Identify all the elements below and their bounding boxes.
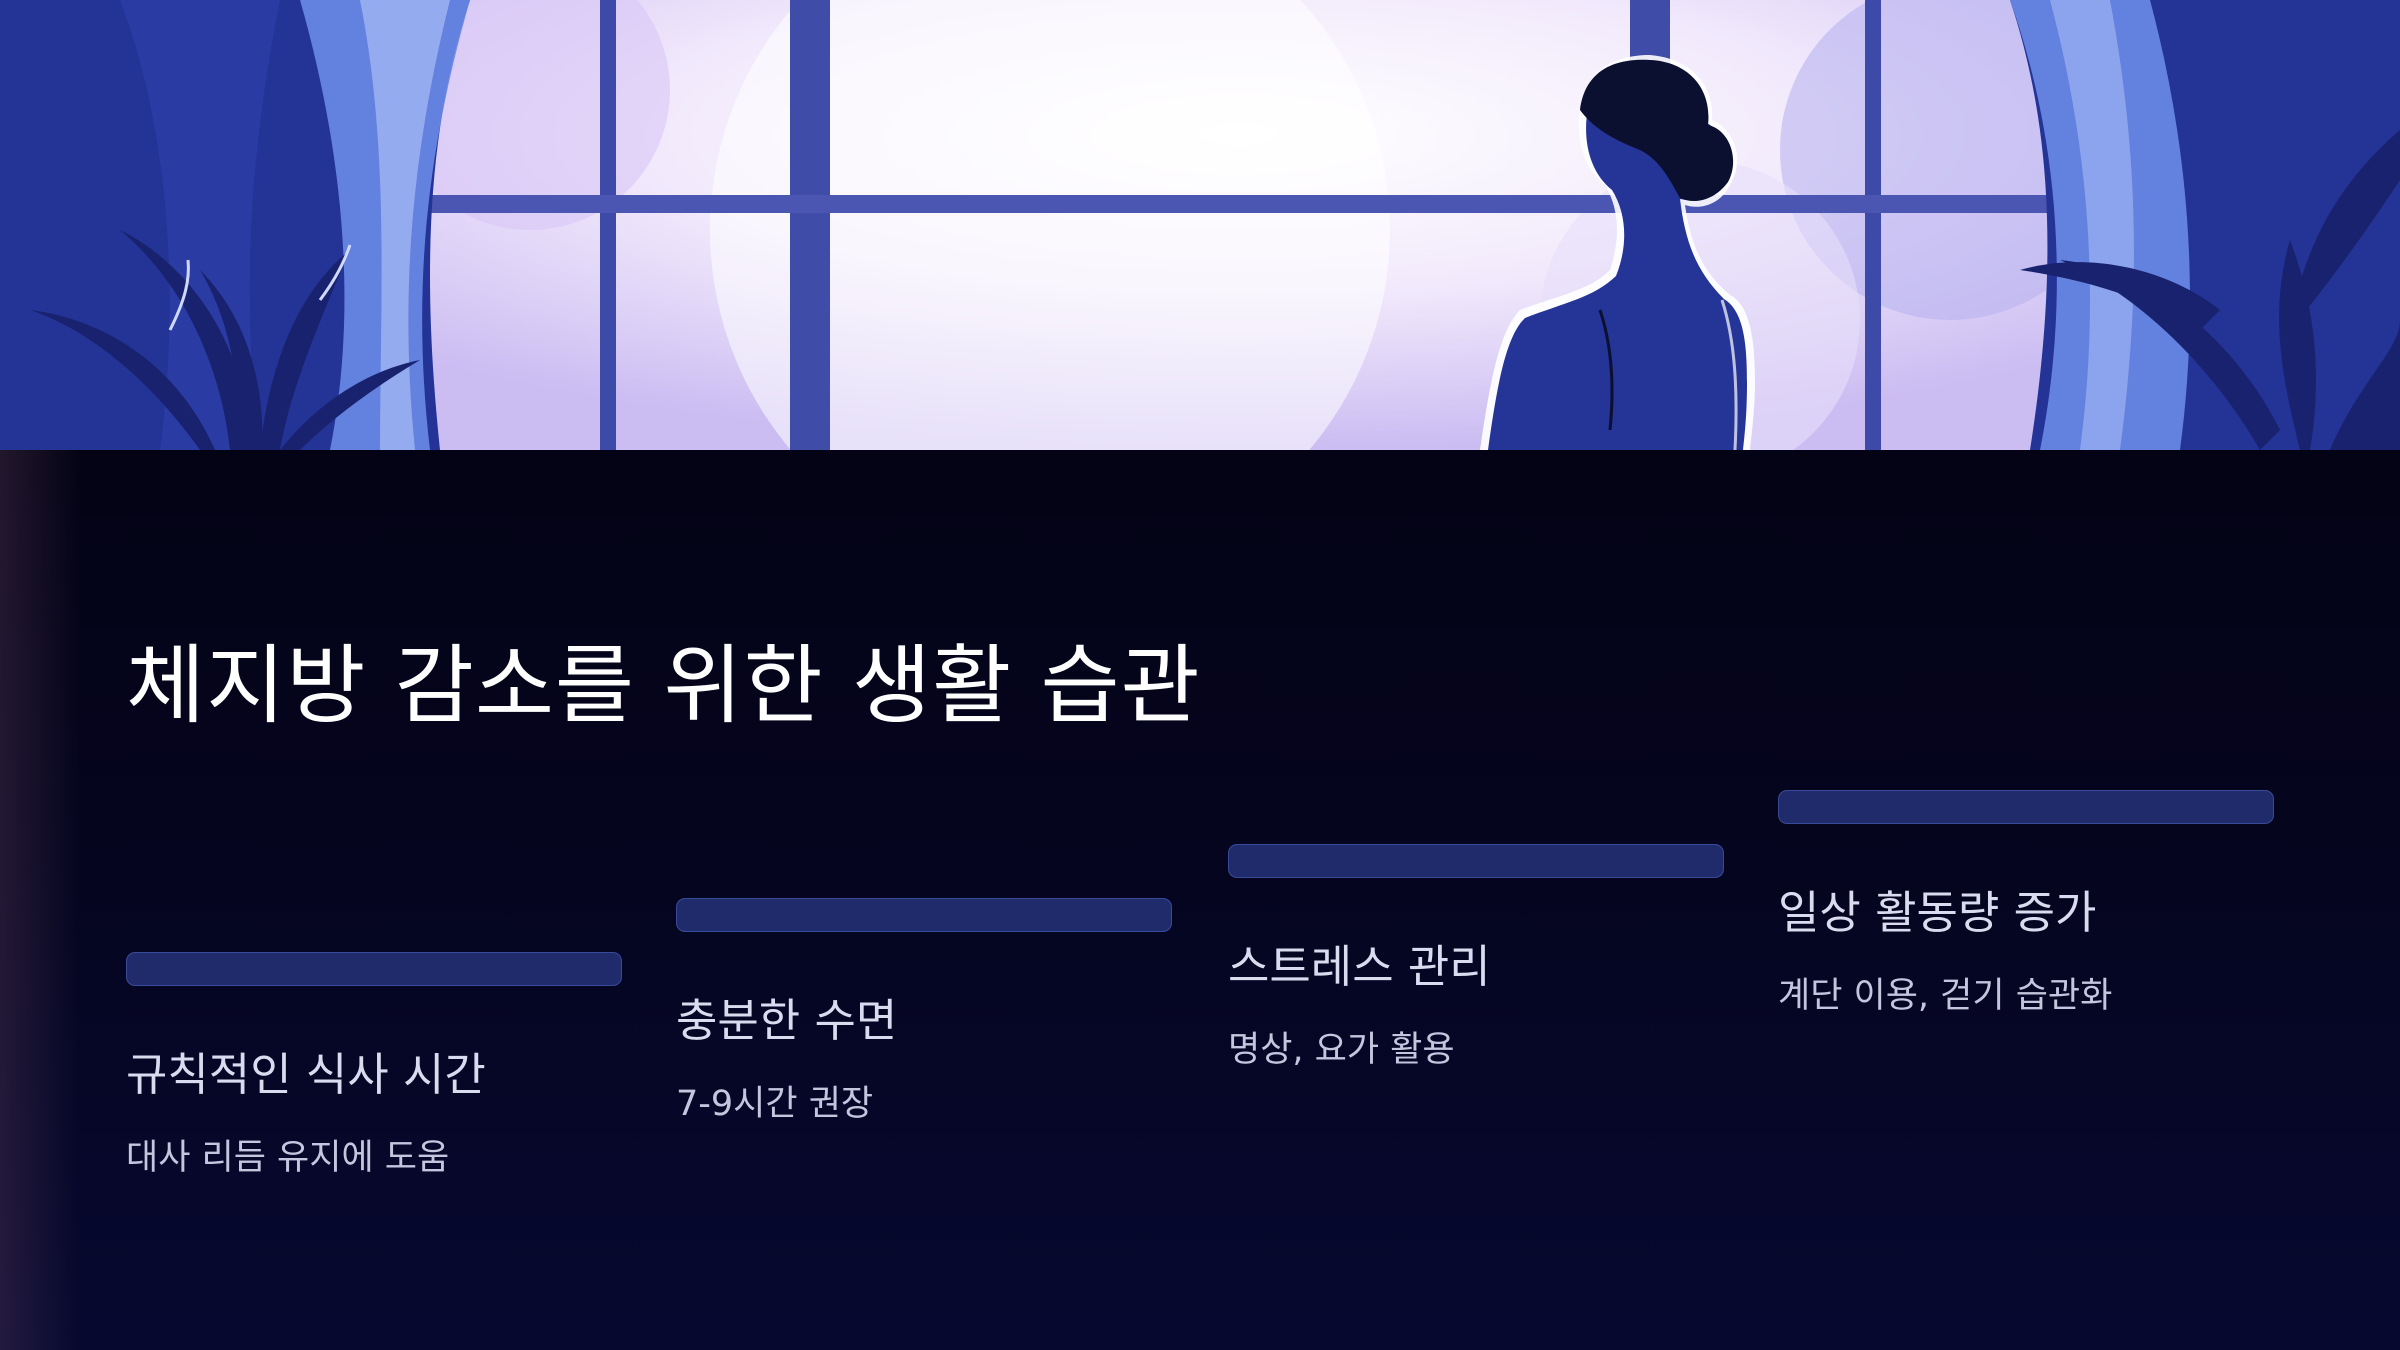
step-2: 충분한 수면 7-9시간 권장 <box>676 898 1172 1126</box>
step-description: 명상, 요가 활용 <box>1228 1030 1455 1070</box>
woman-at-window-illustration <box>0 0 2400 450</box>
step-title: 스트레스 관리 <box>1228 940 1491 993</box>
step-description: 계단 이용, 걷기 습관화 <box>1778 976 2113 1016</box>
step-1: 규칙적인 식사 시간 대사 리듬 유지에 도움 <box>126 952 622 1180</box>
step-title: 일상 활동량 증가 <box>1778 886 2097 939</box>
step-bar <box>1228 844 1724 878</box>
step-title: 규칙적인 식사 시간 <box>126 1048 486 1101</box>
step-bar <box>1778 790 2274 824</box>
content-area <box>0 450 2400 1350</box>
step-bar <box>126 952 622 986</box>
step-description: 7-9시간 권장 <box>676 1084 874 1124</box>
hero-illustration <box>0 0 2400 450</box>
step-bar <box>676 898 1172 932</box>
step-3: 스트레스 관리 명상, 요가 활용 <box>1228 844 1724 1072</box>
step-title: 충분한 수면 <box>676 994 898 1047</box>
page-title: 체지방 감소를 위한 생활 습관 <box>126 636 1201 736</box>
step-description: 대사 리듬 유지에 도움 <box>126 1138 450 1178</box>
step-4: 일상 활동량 증가 계단 이용, 걷기 습관화 <box>1778 790 2274 1018</box>
